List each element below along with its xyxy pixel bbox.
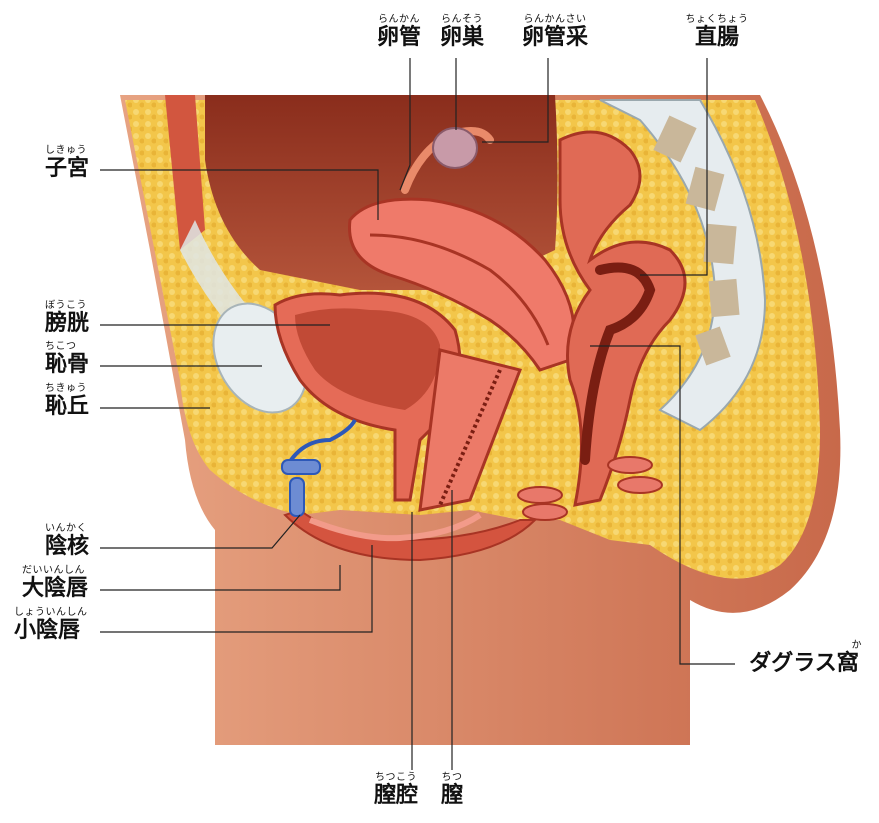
label-douglas-ruby: か	[851, 640, 862, 651]
label-chitsu-text: 膣	[440, 783, 463, 808]
label-ransou-ruby: らんそう	[441, 14, 483, 25]
anal-sphincter	[517, 456, 663, 521]
label-daiinshin-text: 大陰唇	[22, 576, 89, 601]
label-boukou-text: 膀胱	[45, 311, 90, 336]
label-shouinshin: しょういんしん 小陰唇	[14, 607, 88, 643]
label-rankansai-text: 卵管采	[521, 25, 588, 50]
label-boukou-ruby: ぼうこう	[45, 300, 87, 311]
leader-shikyuu	[100, 169, 379, 220]
label-chokuchou: ちょくちょう 直腸	[672, 14, 762, 50]
clitoris-body	[281, 459, 321, 475]
label-chikyuu: ちきゅう 恥丘	[45, 383, 89, 419]
leader-inkaku	[100, 514, 301, 549]
label-chikou-ruby: ちつこう	[375, 772, 417, 783]
vaginal-canal	[438, 369, 502, 506]
label-daiinshin-ruby: だいいんしん	[22, 565, 85, 576]
abdominal-muscle	[165, 95, 205, 250]
label-rankan-text: 卵管	[376, 25, 421, 50]
label-rankansai: らんかんさい 卵管采	[510, 14, 600, 50]
vagina	[418, 348, 523, 512]
uterus-cavity	[369, 233, 550, 346]
label-douglas-text: ダグラス窩	[749, 651, 859, 676]
label-rankansai-ruby: らんかんさい	[523, 14, 587, 25]
clitoris-vein	[283, 418, 357, 471]
leader-rankansai	[482, 58, 549, 143]
label-shikyuu-text: 子宮	[45, 156, 90, 181]
label-shikyuu-ruby: しきゅう	[45, 145, 87, 156]
label-chikyuu-ruby: ちきゅう	[45, 383, 87, 394]
label-chokuchou-text: 直腸	[694, 25, 739, 50]
label-shikyuu: しきゅう 子宮	[45, 145, 89, 181]
leader-chokuchou	[640, 58, 708, 276]
label-chikyuu-text: 恥丘	[45, 394, 90, 419]
label-inkaku: いんかく 陰核	[45, 523, 89, 559]
label-boukou: ぼうこう 膀胱	[45, 300, 89, 336]
leader-rankan	[399, 58, 411, 191]
label-chikotsu-ruby: ちこつ	[45, 341, 77, 352]
leader-shouinshin	[100, 545, 373, 633]
leader-daiinshin	[100, 565, 341, 591]
label-douglas: か ダグラス窩	[738, 640, 870, 676]
label-inkaku-ruby: いんかく	[45, 523, 87, 534]
label-chikotsu-text: 恥骨	[45, 352, 90, 377]
leader-douglas	[590, 345, 735, 665]
leader-lines	[100, 58, 735, 770]
label-ransou-text: 卵巣	[439, 25, 484, 50]
label-chokuchou-ruby: ちょくちょう	[685, 14, 749, 25]
ovary	[432, 127, 478, 169]
label-rankan-ruby: らんかん	[378, 14, 420, 25]
label-shouinshin-text: 小陰唇	[14, 618, 81, 643]
clitoris-crus	[289, 477, 305, 517]
label-chikotsu: ちこつ 恥骨	[45, 341, 89, 377]
label-inkaku-text: 陰核	[45, 534, 90, 559]
label-rankan: らんかん 卵管	[364, 14, 434, 50]
label-chitsu: ちつ 膣	[432, 772, 472, 808]
label-chikou-text: 膣腔	[373, 783, 418, 808]
label-chitsu-ruby: ちつ	[441, 772, 463, 783]
labia-minora	[308, 512, 482, 542]
rectum-lumen	[580, 262, 656, 465]
label-shouinshin-ruby: しょういんしん	[14, 607, 88, 618]
sacrum	[599, 99, 767, 432]
label-ransou: らんそう 卵巣	[432, 14, 492, 50]
label-daiinshin: だいいんしん 大陰唇	[22, 565, 88, 601]
bladder-lumen	[295, 308, 440, 410]
label-chikou: ちつこう 膣腔	[365, 772, 427, 808]
